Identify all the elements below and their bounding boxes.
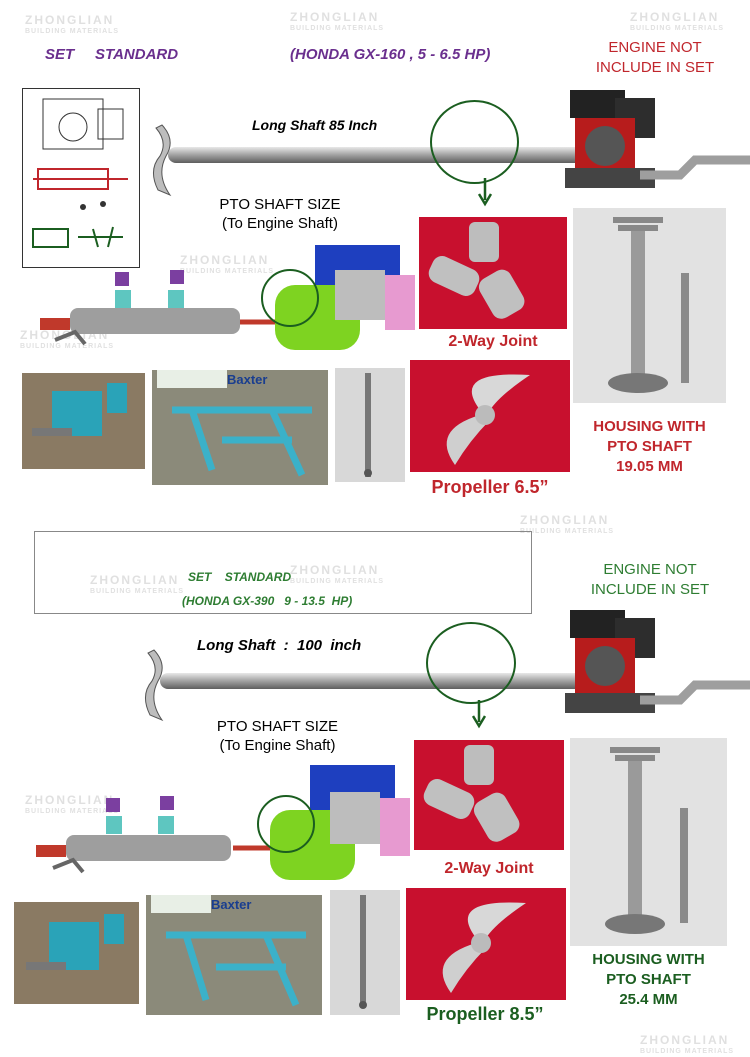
- set2-frame-photo-2: Baxter: [146, 895, 322, 1015]
- set1-frame-photo-1: [22, 373, 145, 469]
- set1-type: STANDARD: [95, 46, 179, 63]
- set1-housing-size: 19.05 MM: [616, 458, 683, 475]
- set2-joint-highlight-circle: [426, 622, 516, 704]
- set1-pto-label: PTO SHAFT SIZE (To Engine Shaft): [205, 195, 355, 233]
- set1-propeller-photo: [410, 360, 570, 472]
- set2-handle: [640, 675, 750, 715]
- set2-type: STANDARD: [224, 570, 292, 584]
- set1-pto-label-line1: PTO SHAFT SIZE: [219, 196, 341, 213]
- set1-shaft-photo: [335, 368, 405, 482]
- set2-propeller-photo: [406, 888, 566, 1000]
- set2-housing-line1: HOUSING WITH: [592, 951, 705, 968]
- set2-engine-note-line1: ENGINE NOT: [603, 561, 697, 578]
- set1-frame-photo-2: Baxter: [152, 370, 328, 485]
- set2-engine-note: ENGINE NOT INCLUDE IN SET: [570, 560, 730, 600]
- set1-pto-assembly: [30, 240, 420, 355]
- set1-propeller-tip: [148, 120, 178, 200]
- set1-pto-label-line2: (To Engine Shaft): [222, 215, 338, 232]
- set2-housing-line2: PTO SHAFT: [606, 971, 691, 988]
- set2-housing-photo: [570, 738, 727, 946]
- set1-handle: [640, 150, 750, 190]
- set2-title: SET STANDARD: [188, 570, 291, 584]
- set1-engine-note: ENGINE NOT INCLUDE IN SET: [580, 38, 730, 78]
- set2-arrow-down-icon: [471, 700, 487, 730]
- set1-long-shaft: [168, 147, 598, 163]
- set2-pto-label: PTO SHAFT SIZE (To Engine Shaft): [200, 717, 355, 755]
- set1-engine-note-line1: ENGINE NOT: [608, 39, 702, 56]
- set2-frame-photo-1: [14, 902, 139, 1004]
- set2-box-brand: Baxter: [211, 897, 252, 912]
- set2-pto-label-line1: PTO SHAFT SIZE: [216, 718, 339, 735]
- set2-joint-label: 2-Way Joint: [444, 860, 534, 877]
- set2-propeller-label: Propeller 8.5”: [426, 1004, 544, 1024]
- set1-parts-diagram: [22, 88, 140, 268]
- set1-label: SET: [45, 46, 75, 63]
- set2-shaft-label: Long Shaft : 100 inch: [197, 637, 362, 654]
- set2-pto-label-line2: (To Engine Shaft): [219, 737, 336, 754]
- set1-arrow-down-icon: [477, 178, 493, 208]
- set2-joint-photo: [414, 740, 564, 850]
- set1-engine-note-line2: INCLUDE IN SET: [595, 59, 715, 76]
- engine-sketch-icon: [32, 98, 128, 248]
- set2-long-shaft: [160, 673, 600, 689]
- set2-title-box: [34, 531, 532, 614]
- set1-propeller-label: Propeller 6.5”: [431, 477, 549, 497]
- set1-shaft-label: Long Shaft 85 Inch: [252, 117, 378, 133]
- set2-housing-label: HOUSING WITH PTO SHAFT 25.4 MM: [570, 950, 727, 1010]
- set1-joint-photo: [419, 217, 567, 329]
- set2-propeller-tip: [140, 645, 170, 725]
- set1-housing-line1: HOUSING WITH: [593, 418, 706, 435]
- set1-joint-highlight-circle: [430, 100, 519, 184]
- set1-housing-photo: [573, 208, 726, 403]
- set2-engine-model: (HONDA GX-390 9 - 13.5 HP): [182, 594, 353, 608]
- set2-label: SET: [188, 570, 212, 584]
- set2-shaft-photo: [330, 890, 400, 1015]
- set1-joint-label: 2-Way Joint: [448, 333, 538, 350]
- set1-title: SET STANDARD: [45, 46, 178, 63]
- set2-engine-note-line2: INCLUDE IN SET: [590, 581, 710, 598]
- set1-housing-label: HOUSING WITH PTO SHAFT 19.05 MM: [573, 417, 726, 477]
- set2-pto-assembly: [28, 760, 413, 885]
- set2-housing-size: 25.4 MM: [619, 991, 678, 1008]
- set1-housing-line2: PTO SHAFT: [607, 438, 692, 455]
- set1-engine-model: (HONDA GX-160 , 5 - 6.5 HP): [290, 46, 491, 63]
- set1-engine-photo: [560, 88, 660, 193]
- set2-engine-photo: [560, 608, 660, 718]
- set1-box-brand: Baxter: [227, 372, 268, 387]
